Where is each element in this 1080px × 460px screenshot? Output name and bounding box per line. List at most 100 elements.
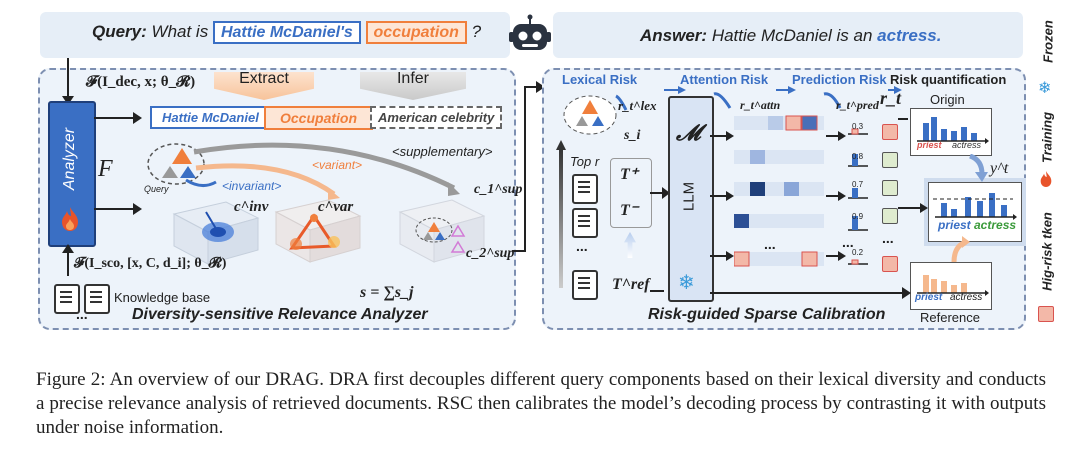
attention-risk-label: Attention Risk (680, 72, 769, 87)
connector-h1 (512, 250, 526, 252)
c-var-label: c^var (318, 199, 354, 215)
t-to-llm-head (662, 187, 670, 199)
legend-high-risk-swatch (1038, 306, 1054, 322)
pred-value-4: 0.9 (852, 212, 864, 221)
llm-out-arrows (710, 120, 734, 270)
analyzer-label: Analyzer (61, 127, 78, 191)
analyzer-arrow-mid (94, 208, 134, 210)
rsc-doc-icon-1 (572, 174, 598, 204)
origin-chart (910, 108, 992, 156)
t-minus-label: T⁻ (620, 202, 639, 219)
infer-label: Infer (396, 70, 429, 87)
tag-inferred: American celebrity (370, 106, 503, 129)
robot-icon (508, 14, 552, 58)
dra-diagram (134, 138, 508, 286)
answer-text: Hattie McDaniel is an (711, 26, 873, 45)
t-plus-label: T⁺ (620, 166, 639, 183)
origin-label: Origin (930, 92, 965, 107)
pred-value-3: 0.7 (852, 180, 864, 189)
ref-priest: priest (915, 292, 943, 303)
top-r-arrow (556, 140, 566, 290)
r-t-label: r_t (880, 88, 902, 108)
analyzer-arrow-top-head (133, 112, 142, 124)
answer-highlight: actress. (877, 26, 942, 45)
tag-entity: Hattie McDaniel (150, 106, 271, 129)
kb-arrow (67, 250, 69, 276)
rt-to-result-arrow (898, 200, 928, 213)
lexical-risk-label: Lexical Risk (562, 72, 638, 87)
connector-v (524, 86, 526, 252)
invariant-label: <invariant> (222, 179, 282, 193)
t-ref-label: T^ref (612, 276, 650, 293)
r-lex-label: r_t^lex (618, 98, 657, 113)
kb-label: Knowledge base (114, 290, 211, 305)
c2-sup-label: c_2^sup (466, 246, 515, 261)
rt-cell-1 (882, 124, 898, 140)
legend-fire-icon (1038, 170, 1054, 188)
answer-bar (553, 12, 1023, 58)
kb-dots: ... (76, 306, 88, 322)
connector-h2 (524, 86, 538, 88)
result-actress: actress (974, 218, 1017, 232)
analyzer-arrow-top (94, 117, 134, 119)
tref-to-llm (650, 290, 664, 292)
connector-head (536, 81, 545, 93)
y-t-label: y^t (990, 160, 1009, 177)
snowflake-icon: ❄ (678, 272, 695, 294)
dra-title: Diversity-sensitive Relevance Analyzer (132, 306, 428, 323)
result-chart (928, 182, 1022, 242)
c1-sup-label: c_1^sup (474, 182, 523, 197)
kb-arrow-head (62, 244, 74, 253)
f-symbol: F (98, 156, 113, 182)
prediction-risk-label: Prediction Risk (792, 72, 887, 87)
rsc-title: Risk-guided Sparse Calibration (648, 306, 886, 323)
attn-out-arrows (826, 120, 846, 270)
top-r-label: Top r (570, 154, 600, 169)
legend-high-risk: Hig-risk tken (1039, 212, 1055, 291)
analyzer-box (48, 101, 96, 247)
m-symbol: 𝓜 (676, 120, 701, 145)
reference-chart (910, 262, 992, 310)
query-arrow-head (62, 96, 74, 105)
attention-grid (733, 110, 824, 270)
pred-value-2: 0.8 (852, 152, 864, 161)
llm-to-reference (710, 292, 904, 294)
risk-flow-arrows (542, 84, 942, 124)
query-prefix: Query: (92, 22, 147, 41)
legend-frozen: Frozen (1040, 20, 1056, 63)
rt-cell-4 (882, 208, 898, 224)
reference-label: Reference (920, 310, 980, 325)
figure-caption: Figure 2: An overview of our DRAG. DRA f… (36, 369, 1046, 438)
risk-quant-label: Risk quantification (890, 72, 1007, 87)
pred-value-5: 0.2 (852, 248, 864, 257)
answer-line: Answer: Hattie McDaniel is an actress. (640, 26, 941, 46)
legend-snowflake-icon: ❄ (1038, 80, 1052, 97)
pred-bars (846, 118, 876, 268)
llm-to-reference-head (902, 287, 911, 299)
rsc-doc-icon-2 (572, 208, 598, 238)
kb-doc-icon-2 (84, 284, 110, 314)
r-attn-label: r_t^attn (740, 98, 781, 112)
rt-cell-2 (882, 152, 898, 168)
pred-dots: ... (842, 234, 854, 250)
formula-top: 𝓕(I_dec, x; θ_𝓡) (86, 74, 196, 90)
rt-cell-3 (882, 180, 898, 196)
query-attribute: occupation (365, 21, 467, 44)
query-line: Query: What is Hattie McDaniel's occupat… (92, 21, 481, 44)
answer-prefix: Answer: (640, 26, 708, 45)
ref-actress: actress (950, 292, 983, 303)
extract-label: Extract (239, 70, 289, 87)
rt-dots: ... (882, 230, 894, 246)
rsc-doc-icon-ref (572, 270, 598, 300)
query-text-start: What is (151, 22, 209, 41)
attn-dots: ... (764, 236, 776, 252)
query-entity: Hattie McDaniel's (212, 21, 361, 44)
pred-value-1: 0.3 (852, 122, 864, 131)
variant-label: <variant> (312, 158, 363, 172)
legend-training: Training (1039, 111, 1055, 164)
origin-actress: actress (952, 140, 982, 150)
analyzer-arrow-mid-head (133, 203, 142, 215)
llm-box (668, 96, 714, 302)
rt-cell-5 (882, 256, 898, 272)
query-small-label: Query (144, 184, 169, 194)
